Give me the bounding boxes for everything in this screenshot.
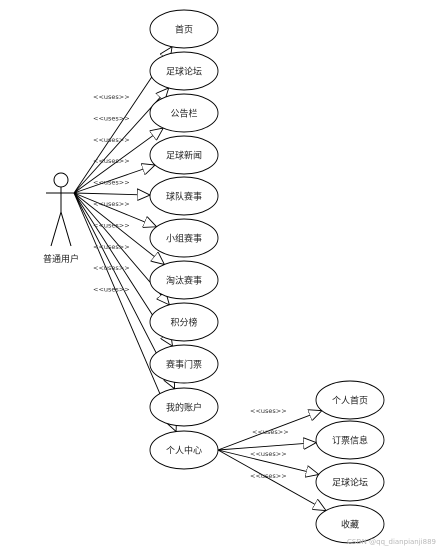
use-case-news: 足球新闻 <box>149 135 219 175</box>
use-case-points: 积分榜 <box>149 302 219 342</box>
use-case-label: 足球论坛 <box>166 66 202 78</box>
use-case-group: 小组赛事 <box>149 218 219 258</box>
use-case-label: 淘汰赛事 <box>166 275 202 287</box>
uses-label: <<uses>> <box>93 157 130 165</box>
use-case-home: 首页 <box>149 9 219 49</box>
use-case-label: 足球新闻 <box>166 150 202 162</box>
use-case-label: 收藏 <box>341 519 359 531</box>
uses-label: <<uses>> <box>250 472 287 480</box>
use-case-label: 足球论坛 <box>332 477 368 489</box>
association-group <box>73 192 157 227</box>
uses-label: <<uses>> <box>93 136 130 144</box>
use-case-personal-home: 个人首页 <box>315 380 385 420</box>
actor-label: 普通用户 <box>43 253 79 265</box>
association-sub-forum <box>217 449 319 474</box>
uses-label: <<uses>> <box>252 428 289 436</box>
use-case-label: 积分榜 <box>170 317 197 329</box>
association-favorites <box>217 449 326 511</box>
use-case-center: 个人中心 <box>149 430 219 470</box>
uses-label: <<uses>> <box>93 286 130 294</box>
use-case-label: 我的账户 <box>166 402 202 414</box>
use-case-knockout: 淘汰赛事 <box>149 260 219 300</box>
use-case-notice: 公告栏 <box>149 93 219 133</box>
use-case-favorites: 收藏 <box>315 504 385 544</box>
association-team <box>73 193 150 195</box>
uses-label: <<uses>> <box>250 450 287 458</box>
use-case-label: 赛事门票 <box>166 359 202 371</box>
uses-label: <<uses>> <box>93 264 130 272</box>
use-case-label: 球队赛事 <box>166 191 202 203</box>
center-associations <box>217 411 326 511</box>
association-knockout <box>73 192 164 264</box>
association-personal-home <box>217 411 322 451</box>
uses-label: <<uses>> <box>93 179 130 187</box>
use-case-label: 个人中心 <box>166 445 202 457</box>
association-news <box>73 165 155 194</box>
use-case-label: 首页 <box>175 24 193 36</box>
association-notice <box>73 128 163 194</box>
association-center <box>73 192 176 432</box>
use-case-label: 小组赛事 <box>166 233 202 245</box>
use-case-label: 订票信息 <box>332 435 368 447</box>
use-case-ticket-info: 订票信息 <box>315 420 385 460</box>
use-case-account: 我的账户 <box>149 387 219 427</box>
watermark: CSDN @qq_dianpianji889 <box>347 538 436 546</box>
uses-label: <<uses>> <box>93 114 130 122</box>
use-case-label: 公告栏 <box>170 108 197 120</box>
association-ticket-info <box>217 443 316 451</box>
use-case-sub-forum: 足球论坛 <box>315 462 385 502</box>
actor-icon <box>46 172 76 247</box>
use-case-team: 球队赛事 <box>149 176 219 216</box>
uses-stereotypes: <<uses>> <<uses>> <<uses>> <<uses>> <<uses>>… <box>93 93 289 480</box>
uses-label: <<uses>> <box>93 200 130 208</box>
use-case-label: 个人首页 <box>332 395 368 407</box>
uses-label: <<uses>> <box>93 243 130 251</box>
use-case-tickets: 赛事门票 <box>149 344 219 384</box>
use-case-forum: 足球论坛 <box>149 51 219 91</box>
uses-label: <<uses>> <box>93 221 130 229</box>
uses-label: <<uses>> <box>250 407 287 415</box>
uses-label: <<uses>> <box>93 93 130 101</box>
